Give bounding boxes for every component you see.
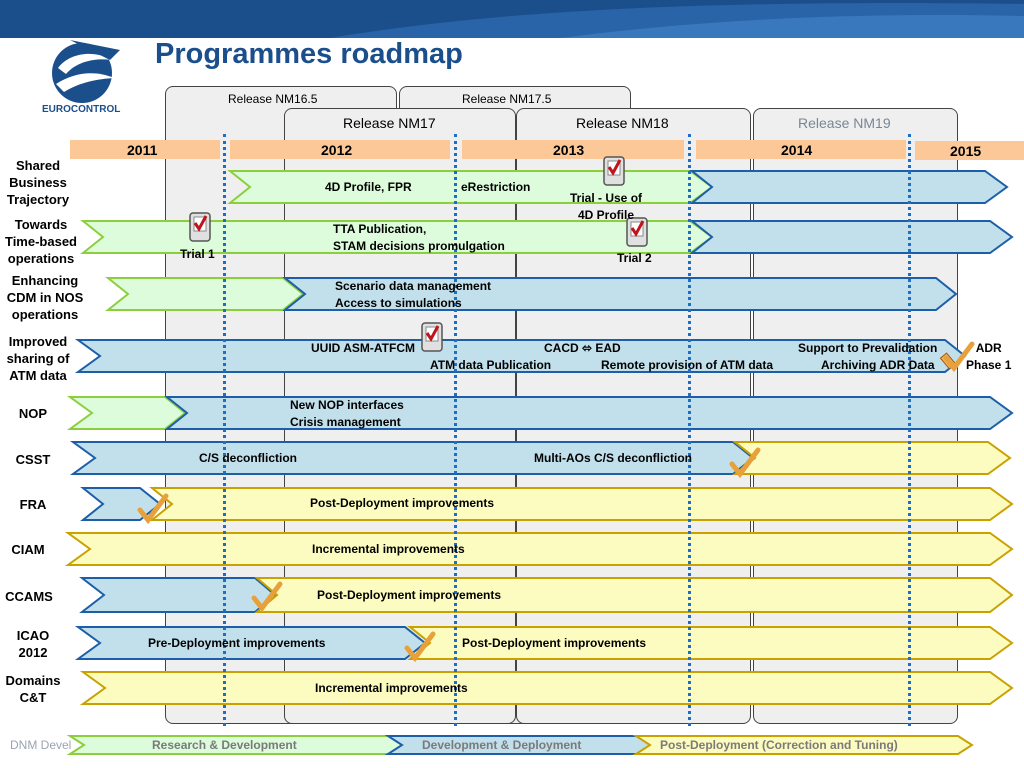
year-label-2014: 2014 bbox=[781, 142, 813, 158]
icao-pd-arrow bbox=[407, 626, 1014, 660]
release-label-nm165: Release NM16.5 bbox=[228, 92, 318, 106]
year-label-2012: 2012 bbox=[321, 142, 353, 158]
tbo-dd-arrow bbox=[689, 220, 1014, 254]
item-trial-4d-profile: Trial - Use of 4D Profile bbox=[570, 191, 643, 222]
trial-device-icon bbox=[189, 212, 211, 242]
item-trial-1: Trial 1 bbox=[180, 247, 215, 261]
eurocontrol-logo-icon bbox=[52, 40, 120, 103]
item-scenario-data-management: Scenario data management Access to simul… bbox=[335, 279, 492, 310]
checkmark-icon bbox=[729, 447, 761, 479]
trial-device-icon bbox=[421, 322, 443, 352]
year-label-2013: 2013 bbox=[553, 142, 585, 158]
item-icao-pre-deployment: Pre-Deployment improvements bbox=[148, 636, 326, 650]
item-support-prevalidation: Support to Prevalidation bbox=[798, 341, 938, 355]
item-fra-post-deployment: Post-Deployment improvements bbox=[310, 496, 495, 510]
release-label-nm17: Release NM17 bbox=[343, 115, 436, 131]
year-label-2011: 2011 bbox=[127, 142, 158, 158]
item-remote-provision: Remote provision of ATM data bbox=[601, 358, 774, 372]
year-bar-2015 bbox=[915, 141, 1024, 160]
item-tta-publication: TTA Publication, STAM decisions promulga… bbox=[333, 222, 505, 253]
year-separator-2012 bbox=[454, 134, 457, 726]
row-label-cdm-nos-operations: Enhancing CDM in NOS operations bbox=[6, 273, 84, 322]
row-label-icao-2012: ICAO 2012 bbox=[16, 628, 50, 660]
item-adr-phase-1: ADR Phase 1 bbox=[966, 341, 1012, 372]
item-icao-post-deployment: Post-Deployment improvements bbox=[462, 636, 647, 650]
row-label-atm-data-sharing: Improved sharing of ATM data bbox=[6, 334, 70, 383]
footer-text: DNM Devel bbox=[10, 738, 72, 752]
item-4d-profile-fpr: 4D Profile, FPR bbox=[325, 180, 412, 194]
header-wave-decoration bbox=[330, 3, 1024, 38]
year-label-2015: 2015 bbox=[950, 143, 982, 159]
year-separator-2014 bbox=[908, 134, 911, 726]
atm-dd-arrow bbox=[74, 339, 967, 373]
row-label-time-based-operations: Towards Time-based operations bbox=[4, 217, 77, 266]
page-title: Programmes roadmap bbox=[155, 38, 463, 70]
brand-label: EUROCONTROL bbox=[42, 104, 121, 115]
item-new-nop-interfaces: New NOP interfaces Crisis management bbox=[290, 398, 404, 429]
row-label-ciam: CIAM bbox=[11, 542, 45, 557]
item-archiving-adr: Archiving ADR Data bbox=[821, 358, 935, 372]
nop-dd-arrow bbox=[164, 396, 1014, 430]
fra-pd-arrow bbox=[149, 487, 1014, 521]
item-uuid-asm-atfcm: UUID ASM-ATFCM bbox=[311, 341, 415, 355]
year-bar-2011 bbox=[70, 140, 220, 159]
legend-pd-arrow bbox=[632, 735, 974, 755]
release-label-nm18: Release NM18 bbox=[576, 115, 669, 131]
row-label-shared-business-trajectory: Shared Business Trajectory bbox=[6, 158, 70, 207]
row-label-fra: FRA bbox=[19, 497, 47, 512]
sbt-dd-arrow bbox=[689, 170, 1009, 204]
item-trial-2: Trial 2 bbox=[617, 251, 652, 265]
row-label-nop: NOP bbox=[18, 406, 48, 421]
item-ccams-post-deployment: Post-Deployment improvements bbox=[317, 588, 502, 602]
trial-device-icon bbox=[603, 156, 625, 186]
cdm-rd-arrow bbox=[105, 277, 305, 311]
row-label-ccams: CCAMS bbox=[5, 589, 53, 604]
item-multi-aos-deconfliction: Multi-AOs C/S deconfliction bbox=[534, 451, 692, 465]
item-ciam-incremental: Incremental improvements bbox=[312, 542, 465, 556]
checkmark-icon bbox=[939, 341, 975, 373]
checkmark-icon bbox=[404, 631, 436, 663]
item-atm-data-publication: ATM data Publication bbox=[430, 358, 552, 372]
domains-pd-arrow bbox=[79, 671, 1014, 705]
trial-device-icon bbox=[626, 217, 648, 247]
legend-research-development: Research & Development bbox=[152, 738, 297, 752]
checkmark-icon bbox=[251, 581, 283, 613]
year-bar-2013 bbox=[462, 140, 684, 159]
checkmark-icon bbox=[137, 493, 169, 525]
csst-dd-arrow bbox=[69, 441, 755, 475]
nop-rd-arrow bbox=[66, 396, 187, 430]
item-domains-incremental: Incremental improvements bbox=[315, 681, 468, 695]
icao-dd-arrow bbox=[74, 626, 427, 660]
cdm-dd-arrow bbox=[282, 277, 958, 311]
year-bar-2012 bbox=[230, 140, 450, 159]
row-label-csst: CSST bbox=[15, 452, 51, 467]
legend-development-deployment: Development & Deployment bbox=[422, 738, 582, 752]
row-label-domains-ct: Domains C&T bbox=[5, 673, 61, 705]
year-separator-2011 bbox=[223, 134, 226, 726]
year-bar-2014 bbox=[696, 140, 906, 159]
item-cacd-ead: CACD ⬄ EAD bbox=[544, 341, 621, 355]
ccams-pd-arrow bbox=[254, 577, 1014, 613]
release-label-nm175: Release NM17.5 bbox=[462, 92, 552, 106]
item-cs-deconfliction: C/S deconfliction bbox=[199, 451, 298, 465]
year-separator-2013 bbox=[688, 134, 691, 726]
release-label-nm19: Release NM19 bbox=[798, 115, 891, 131]
ciam-pd-arrow bbox=[64, 532, 1014, 566]
legend-post-deployment: Post-Deployment (Correction and Tuning) bbox=[660, 738, 898, 752]
ccams-dd-arrow bbox=[79, 577, 277, 613]
item-erestriction: eRestriction bbox=[461, 180, 531, 194]
header-bar bbox=[0, 0, 1024, 38]
